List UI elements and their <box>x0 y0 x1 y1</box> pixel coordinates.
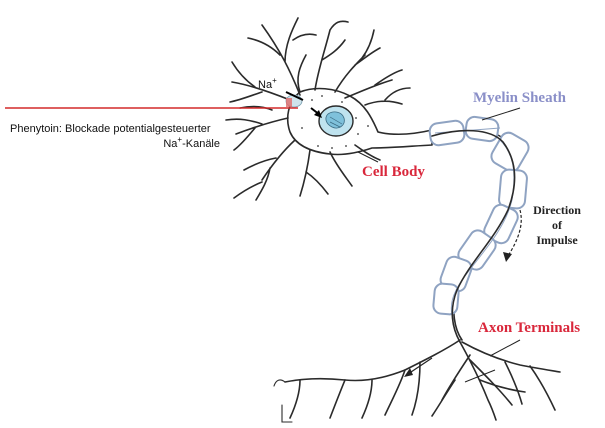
myelin-leader <box>482 108 520 120</box>
phenytoin-label-line1: Phenytoin: Blockade potentialgesteuerter <box>10 123 211 135</box>
cell-body <box>288 89 432 155</box>
direction-of-label: of <box>552 218 563 232</box>
terminal-arrow <box>404 358 432 377</box>
direction-impulse-label: Impulse <box>536 233 578 247</box>
phenytoin-label-line2: Na+-Kanäle <box>163 135 220 150</box>
direction-label: Direction <box>533 203 581 217</box>
myelin-sheath <box>429 116 532 315</box>
na-label: Na+ <box>258 76 277 91</box>
axon-terminals-leader <box>490 340 520 356</box>
axon-terminals <box>274 340 560 422</box>
axon-terminals-label: Axon Terminals <box>478 320 580 336</box>
myelin-sheath-label: Myelin Sheath <box>473 90 567 106</box>
cell-body-label: Cell Body <box>362 164 425 180</box>
